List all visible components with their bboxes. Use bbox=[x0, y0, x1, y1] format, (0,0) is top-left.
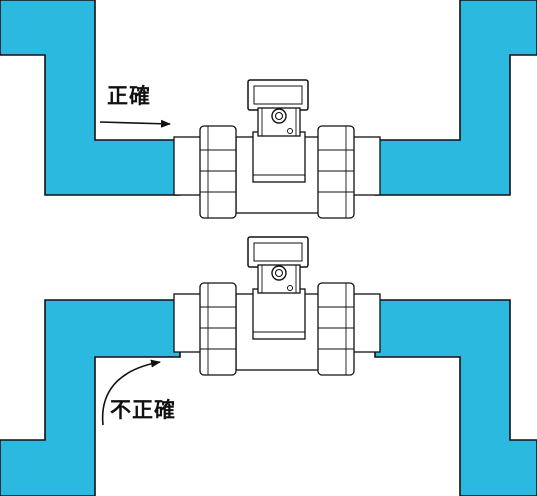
straight-arrow-icon bbox=[99, 119, 171, 128]
pipe-right-top bbox=[374, 0, 537, 196]
curved-arrow-icon bbox=[101, 359, 161, 426]
incorrect-installation bbox=[0, 236, 537, 496]
pipe-right-bottom bbox=[374, 299, 537, 496]
flowmeter-icon bbox=[173, 236, 381, 376]
label-correct: 正確 bbox=[107, 84, 151, 108]
label-incorrect: 不正確 bbox=[110, 398, 176, 422]
correct-installation bbox=[0, 0, 537, 219]
flowmeter-icon bbox=[173, 79, 381, 219]
pipe-left-top bbox=[0, 0, 181, 196]
